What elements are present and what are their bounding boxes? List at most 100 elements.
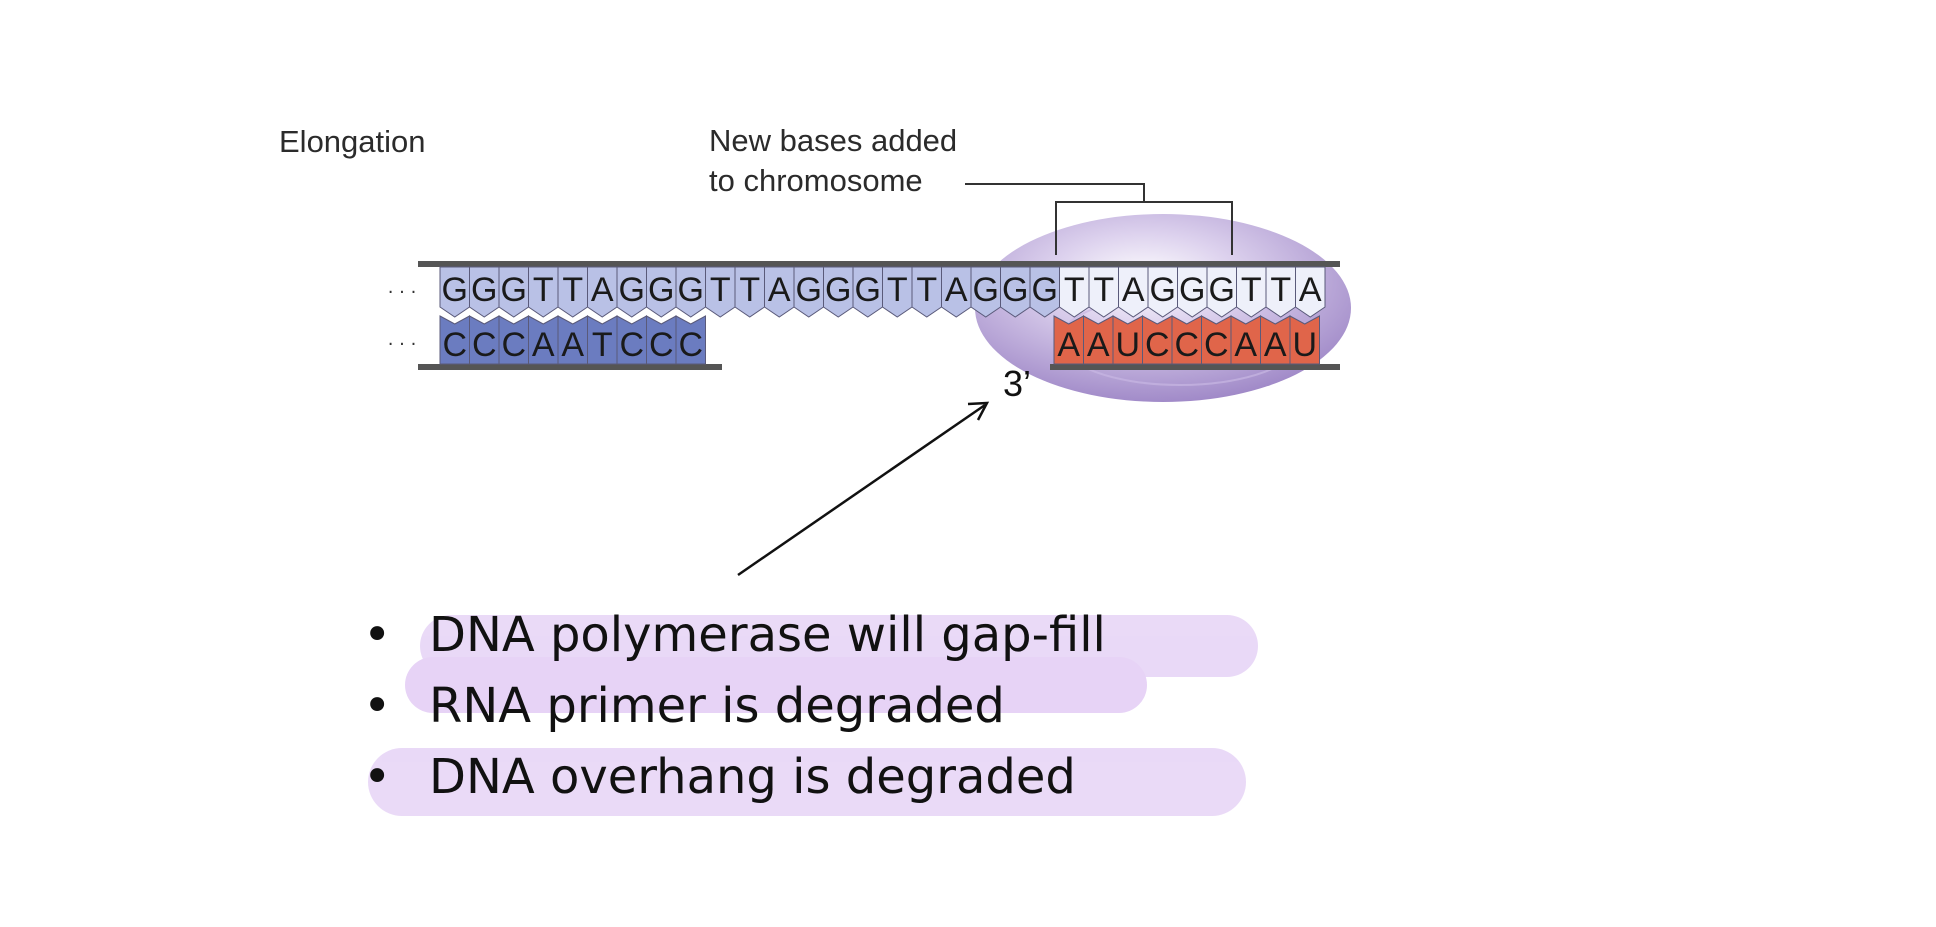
bullet-list: • DNA polymerase will gap-fill • RNA pri…	[355, 600, 1106, 813]
top-new-base-letter: G	[1179, 271, 1205, 309]
top-dna-base-letter: G	[796, 271, 822, 309]
top-new-base-letter: T	[1241, 271, 1262, 309]
highlight-stroke-3	[368, 748, 1246, 816]
top-new-base: A	[1295, 266, 1326, 318]
bottom-dna-base: A	[557, 315, 588, 365]
top-dna-base: A	[764, 266, 795, 318]
callout-line-2: to chromosome	[709, 163, 923, 198]
bottom-rna-base: U	[1112, 315, 1143, 365]
top-ellipsis: · · ·	[388, 282, 417, 303]
top-dna-base-letter: T	[887, 271, 908, 309]
top-new-base-shape	[1147, 266, 1178, 318]
bottom-rna-base-shape	[1289, 315, 1320, 365]
bottom-dna-base-letter: C	[649, 326, 674, 364]
top-dna-base-letter: T	[739, 271, 760, 309]
top-new-base: T	[1059, 266, 1090, 318]
bottom-rna-base-letter: A	[1234, 326, 1257, 364]
top-new-base: T	[1088, 266, 1119, 318]
top-new-base: G	[1147, 266, 1178, 318]
bottom-rna-base: A	[1230, 315, 1261, 365]
bottom-rna-base: A	[1053, 315, 1084, 365]
top-dna-base-shape	[498, 266, 529, 318]
top-new-base-shape	[1088, 266, 1119, 318]
bottom-rna-base-letter: A	[1264, 326, 1287, 364]
bottom-ellipsis: · · ·	[388, 334, 417, 355]
highlight-strokes	[368, 615, 1258, 816]
top-dna-base-shape	[970, 266, 1001, 318]
top-dna-base: G	[1000, 266, 1031, 318]
three-prime-label: 3’	[1003, 363, 1031, 404]
top-dna-base-shape	[646, 266, 677, 318]
bottom-dna-base-letter: C	[501, 326, 526, 364]
top-dna-base-letter: G	[1032, 271, 1058, 309]
top-dna-base-letter: G	[471, 271, 497, 309]
top-new-base-letter: A	[1122, 271, 1145, 309]
top-dna-base-letter: T	[916, 271, 937, 309]
top-new-base-shape	[1236, 266, 1267, 318]
bottom-rna-base: C	[1201, 315, 1232, 365]
top-dna-base: A	[587, 266, 618, 318]
bottom-dna-base-letter: A	[532, 326, 555, 364]
bottom-dna-base: C	[439, 315, 470, 365]
top-dna-base-shape	[675, 266, 706, 318]
top-dna-base: G	[439, 266, 470, 318]
bottom-rna-base: A	[1083, 315, 1114, 365]
top-dna-base-letter: G	[442, 271, 468, 309]
top-dna-base: G	[469, 266, 500, 318]
bullet-dot: •	[363, 678, 392, 734]
top-dna-base-shape	[911, 266, 942, 318]
bottom-rna-base: C	[1171, 315, 1202, 365]
top-new-base: G	[1206, 266, 1237, 318]
top-dna-base: G	[675, 266, 706, 318]
callout-line-1: New bases added	[709, 123, 958, 158]
bottom-rna-base-letter: A	[1057, 326, 1080, 364]
top-dna-base-shape	[1000, 266, 1031, 318]
top-dna-base: T	[911, 266, 942, 318]
bullet-item: • RNA primer is degraded	[355, 671, 1106, 742]
bottom-rna-base-letter: A	[1087, 326, 1110, 364]
bullet-text: DNA overhang is degraded	[429, 749, 1076, 805]
bottom-dna-base: C	[616, 315, 647, 365]
top-new-base-shape	[1059, 266, 1090, 318]
bottom-dna-base-letter: C	[678, 326, 703, 364]
top-dna-base: G	[823, 266, 854, 318]
top-dna-base: A	[941, 266, 972, 318]
top-new-base-letter: T	[1270, 271, 1291, 309]
bullet-dot: •	[363, 749, 392, 805]
top-dna-base: T	[705, 266, 736, 318]
top-new-base-shape	[1118, 266, 1149, 318]
top-dna-base-letter: A	[945, 271, 968, 309]
top-new-base-letter: T	[1093, 271, 1114, 309]
top-new-base-letter: T	[1064, 271, 1085, 309]
pointer-arrow-head	[967, 401, 990, 421]
bottom-dna-base: C	[498, 315, 529, 365]
bottom-dna-base: T	[587, 315, 618, 365]
top-dna-base: G	[1029, 266, 1060, 318]
top-dna-base-shape	[823, 266, 854, 318]
top-dna-base: G	[646, 266, 677, 318]
bottom-dna-base-letter: C	[619, 326, 644, 364]
top-dna-base-letter: G	[678, 271, 704, 309]
top-dna-base-letter: G	[825, 271, 851, 309]
top-dna-base-letter: G	[501, 271, 527, 309]
top-dna-base-letter: G	[619, 271, 645, 309]
top-dna-base-shape	[1029, 266, 1060, 318]
top-dna-base-shape	[616, 266, 647, 318]
top-dna-base: G	[852, 266, 883, 318]
top-dna-base-shape	[882, 266, 913, 318]
bottom-rna-base-letter: U	[1292, 326, 1317, 364]
top-dna-base-letter: G	[973, 271, 999, 309]
bottom-rna-base-letter: C	[1145, 326, 1170, 364]
bullet-dot: •	[363, 607, 392, 663]
bottom-rna-base: U	[1289, 315, 1320, 365]
top-dna-base: G	[793, 266, 824, 318]
top-new-base-letter: G	[1209, 271, 1235, 309]
new-bases-bracket	[965, 183, 1233, 255]
highlight-stroke-2	[405, 657, 1147, 713]
diagram-title: Elongation	[279, 124, 426, 159]
bottom-rna-base-letter: U	[1115, 326, 1140, 364]
top-new-base-letter: G	[1150, 271, 1176, 309]
bottom-dna-base: C	[675, 315, 706, 365]
new-bases-callout: New bases added to chromosome	[709, 121, 957, 201]
